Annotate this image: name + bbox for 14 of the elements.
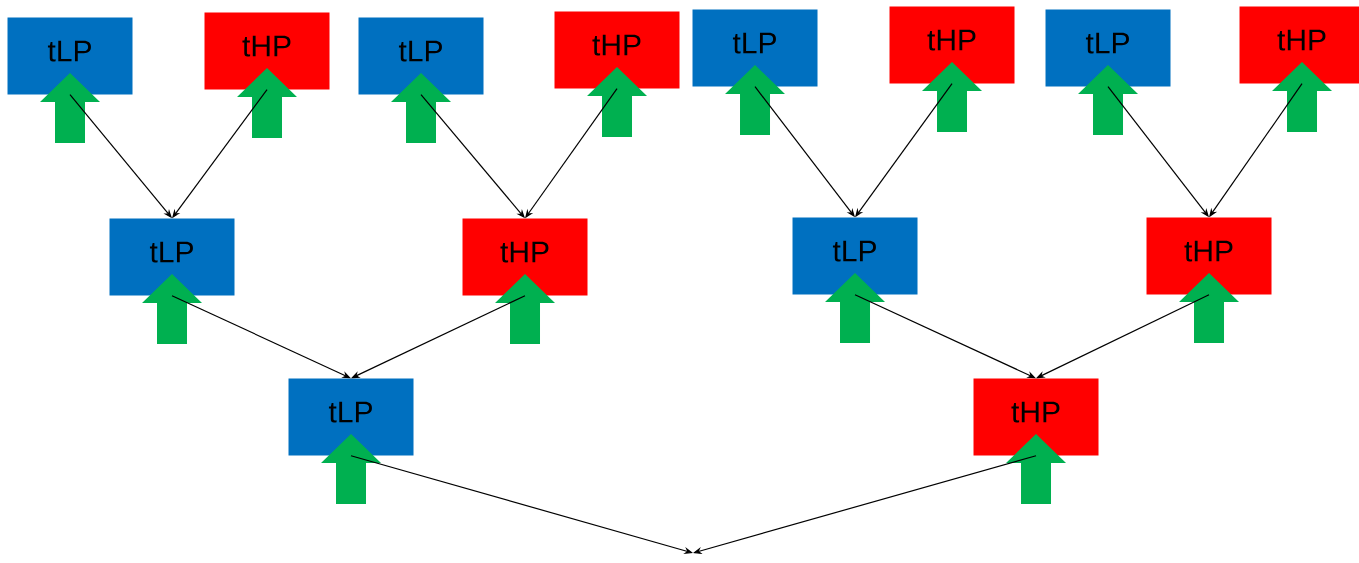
process-box: tLP — [7, 17, 133, 95]
process-box: tHP — [889, 6, 1015, 84]
process-box: tLP — [692, 9, 818, 87]
process-box: tLP — [358, 17, 484, 95]
process-box: tLP — [288, 378, 414, 456]
process-box: tHP — [973, 378, 1099, 456]
process-box: tHP — [462, 218, 588, 296]
process-box: tHP — [1239, 6, 1359, 84]
process-box: tLP — [792, 217, 918, 295]
process-box: tHP — [1146, 217, 1272, 295]
process-box: tLP — [1045, 9, 1171, 87]
process-box: tLP — [109, 218, 235, 296]
process-box: tHP — [204, 12, 330, 90]
process-box: tHP — [554, 11, 680, 89]
